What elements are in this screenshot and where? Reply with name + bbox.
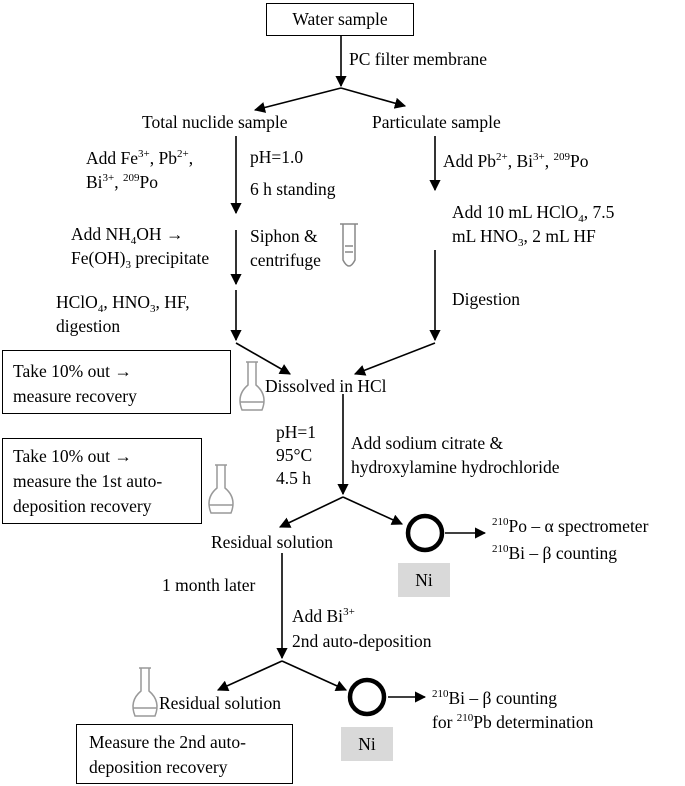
arrow-to-particulate <box>340 87 407 109</box>
recovery-box-1: Take 10% out →measure recovery <box>2 350 231 414</box>
total-add-metals: Add Fe3+, Pb2+, Bi3+, 209Po <box>86 148 194 192</box>
ni-label-1: Ni <box>398 563 450 597</box>
month-later: 1 month later <box>162 575 256 595</box>
recovery-box-3: Measure the 2nd auto-deposition recovery <box>76 724 293 784</box>
residual-solution-2: Residual solution <box>159 693 282 713</box>
water-sample-label: Water sample <box>292 9 388 29</box>
filter-label: PC filter membrane <box>349 49 488 69</box>
part-digestion: Digestion <box>452 289 521 309</box>
arrow-to-residual2 <box>216 660 283 691</box>
part-add-metals: Add Pb2+, Bi3+, 209Po <box>443 151 589 171</box>
recovery-box-1-text: Take 10% out →measure recovery <box>13 361 137 406</box>
part-add-acids: Add 10 mL HClO4, 7.5 mL HNO3, 2 mL HF <box>452 202 615 249</box>
flask-icon <box>132 667 158 717</box>
result-2: 210Bi – β counting for 210Pb determinati… <box>432 688 594 732</box>
total-standing: 6 h standing <box>250 179 336 199</box>
total-digestion: HClO4, HNO3, HF, digestion <box>56 292 190 336</box>
arrow-to-total <box>253 87 342 113</box>
test-tube-icon <box>340 223 358 267</box>
arrow-total-to-dissolved <box>235 342 291 375</box>
result-1: 210Po – α spectrometer 210Bi – β countin… <box>492 516 649 563</box>
total-siphon: Siphon &centrifuge <box>250 226 321 270</box>
flask-icon <box>208 464 234 514</box>
recovery-box-3-text: Measure the 2nd auto-deposition recovery <box>89 732 246 777</box>
reagents: Add sodium citrate &hydroxylamine hydroc… <box>351 433 560 477</box>
dissolved-label: Dissolved in HCl <box>265 376 387 396</box>
ni-label-2: Ni <box>341 727 393 761</box>
total-ph: pH=1.0 <box>250 147 304 167</box>
ni2-disc <box>347 677 387 717</box>
ni1-disc <box>405 513 445 553</box>
residual-solution-1: Residual solution <box>211 532 334 552</box>
arrow-to-ni1 <box>342 496 404 525</box>
total-branch-title: Total nuclide sample <box>142 112 288 132</box>
arrow-to-residual1 <box>278 496 344 528</box>
flask-icon <box>239 361 265 411</box>
arrow-part-to-dissolved <box>353 342 436 376</box>
arrow-to-ni2 <box>281 660 348 691</box>
total-add-nh4oh: Add NH4OH → Fe(OH)3 precipitate <box>71 224 210 271</box>
water-sample-box: Water sample <box>266 3 414 36</box>
recovery-box-2-text: Take 10% out →measure the 1st auto-depos… <box>13 446 163 516</box>
recovery-box-2: Take 10% out →measure the 1st auto-depos… <box>2 438 202 524</box>
add-bi: Add Bi3+ 2nd auto-deposition <box>292 606 432 651</box>
particulate-branch-title: Particulate sample <box>372 112 501 132</box>
